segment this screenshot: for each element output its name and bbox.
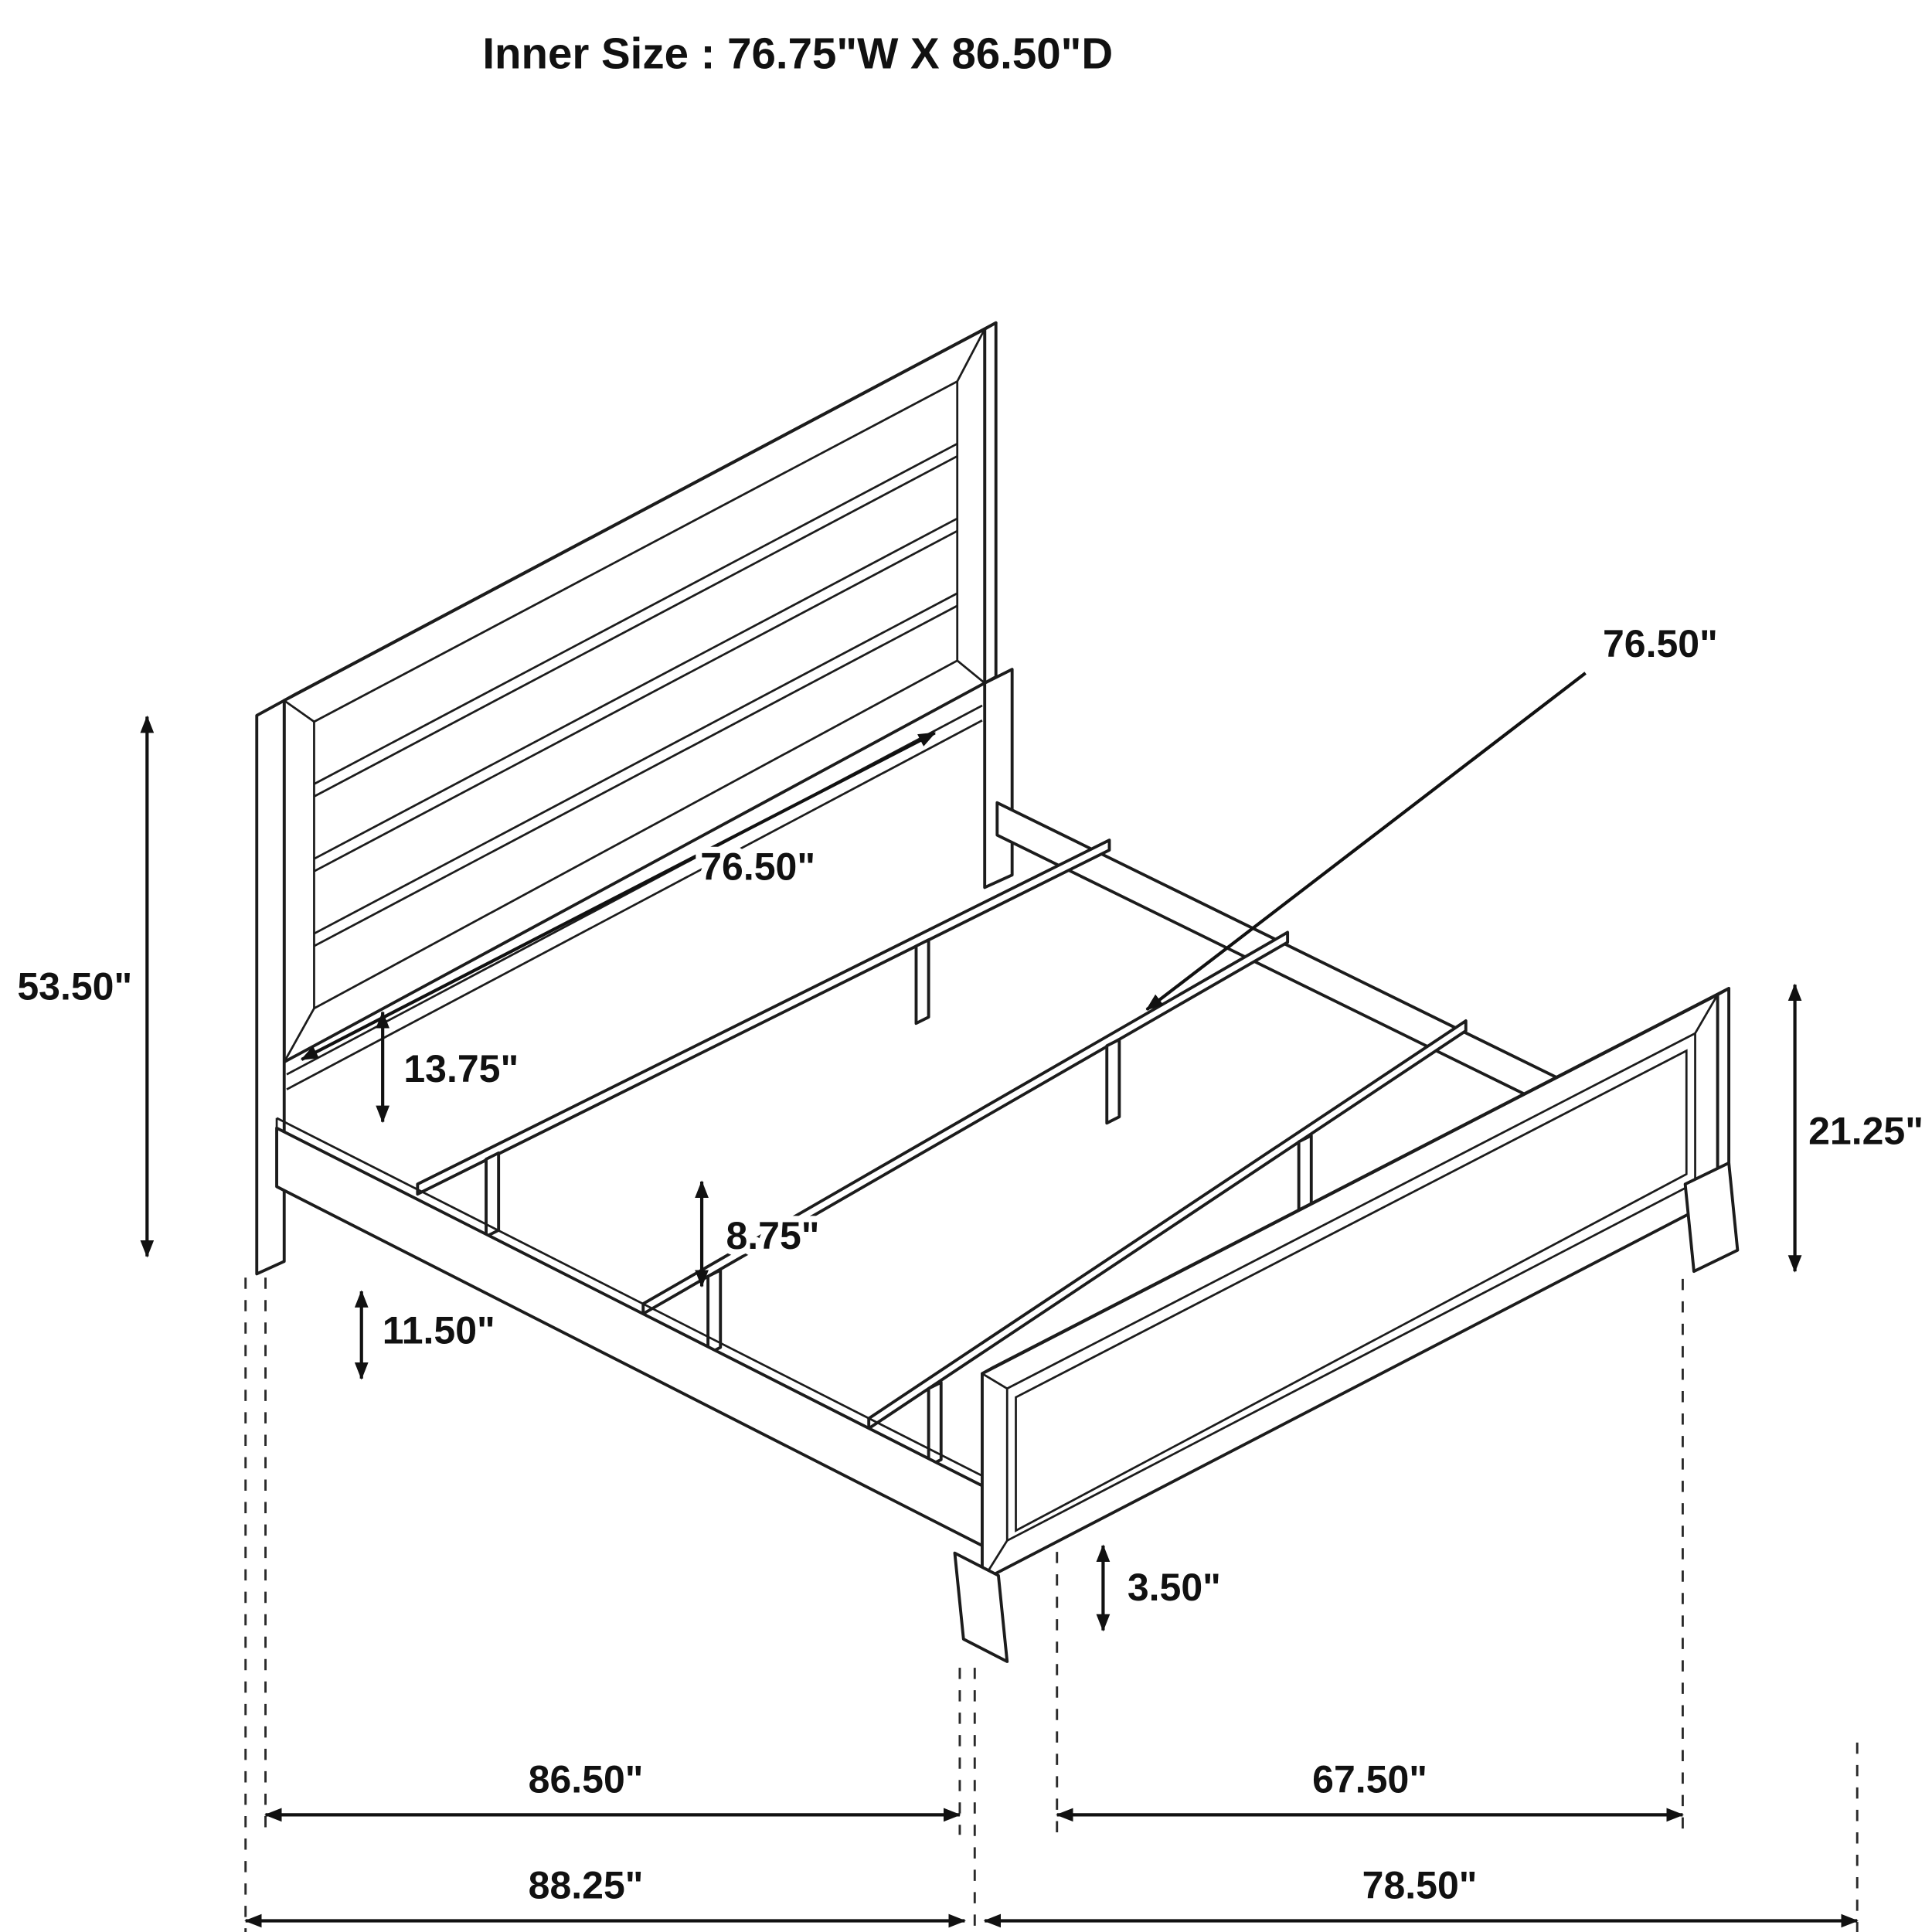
dim-headboard-width: 76.50" (300, 731, 937, 1061)
dim-label-overall-width: 78.50" (1362, 1863, 1478, 1906)
support-slat (641, 930, 1290, 1315)
page-title: Inner Size : 76.75"W X 86.50"D (482, 29, 1113, 78)
footboard-left-leg (953, 1551, 1009, 1663)
dim-headboard-gap: 13.75" (376, 1011, 525, 1124)
dim-label-footboard-span: 67.50" (1312, 1757, 1427, 1801)
headboard (255, 321, 1014, 1276)
dim-label-footboard-height: 21.25" (1808, 1110, 1923, 1153)
dim-support-leg-height: 8.75" (695, 1180, 826, 1288)
footboard (953, 987, 1740, 1663)
dim-overall-width: 78.50" (983, 1857, 1859, 1928)
dim-footboard-span: 67.50" (1056, 1751, 1685, 1822)
dim-rail-length: 86.50" (264, 1751, 961, 1822)
headboard-side-edge (983, 321, 998, 685)
dim-label-support-leg-height: 8.75" (726, 1214, 819, 1257)
dim-slat-length: 76.50" (1145, 616, 1724, 1012)
dim-label-overall-depth: 88.25" (529, 1863, 644, 1906)
dim-overall-depth: 88.25" (244, 1857, 966, 1928)
dim-headboard-height: 53.50" (11, 715, 155, 1258)
dim-footboard-leg-height: 3.50" (1096, 1544, 1227, 1632)
dim-label-footboard-leg-height: 3.50" (1128, 1566, 1221, 1609)
footboard-panel (981, 993, 1719, 1583)
dim-rail-clearance: 11.50" (354, 1290, 502, 1380)
extension-lines (244, 1277, 1859, 1932)
dim-label-headboard-height: 53.50" (17, 965, 132, 1009)
back-side-rail (995, 801, 1557, 1111)
dim-label-headboard-gap: 13.75" (403, 1047, 519, 1090)
dim-label-headboard-width: 76.50" (700, 845, 815, 889)
dim-footboard-height: 21.25" (1787, 983, 1930, 1273)
dim-label-slat-length: 76.50" (1603, 622, 1718, 665)
dim-label-rail-clearance: 11.50" (383, 1309, 495, 1352)
headboard-right-post (983, 668, 1014, 889)
footboard-right-leg (1683, 1161, 1740, 1274)
dim-label-rail-length: 86.50" (529, 1757, 644, 1801)
headboard-panel (282, 327, 987, 1064)
support-slat (867, 1019, 1468, 1430)
